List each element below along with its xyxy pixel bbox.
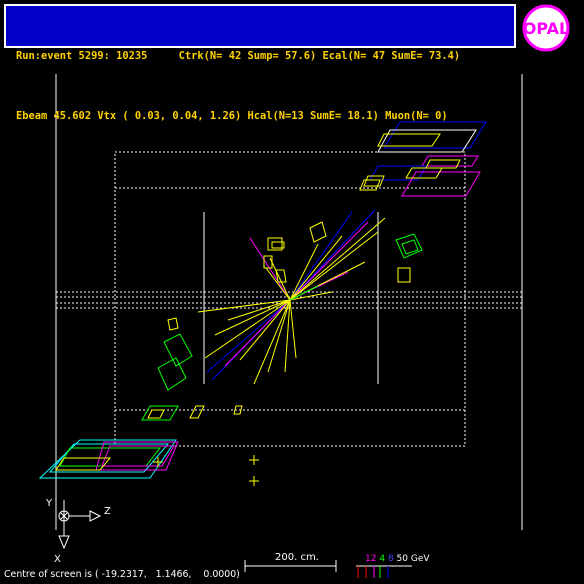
event-header: Run:event 5299: 10235 Ctrk(N= 42 Sump= 5… [4, 4, 516, 122]
beam-markers [153, 455, 259, 486]
header-line-1: Run:event 5299: 10235 Ctrk(N= 42 Sump= 5… [16, 50, 461, 62]
logo-text: OPAL [523, 19, 569, 38]
screen-centre-readout: Centre of screen is ( -19.2317, 1.1466, … [4, 569, 240, 580]
barrel-hits [157, 221, 423, 419]
energy-key-v3: 8 [387, 554, 394, 564]
energy-key-marks [356, 565, 412, 578]
energy-key-v1: 12 [365, 554, 377, 564]
energy-key-v4: 50 GeV [396, 554, 430, 564]
axis-label-x: X [54, 554, 61, 565]
energy-key: 12 4 8 50 GeV [365, 554, 430, 564]
energy-key-v2: 4 [379, 554, 386, 564]
axis-label-y: Y [46, 498, 53, 509]
outer-frame [55, 74, 523, 530]
endcap-top-right [359, 121, 487, 197]
tracks [197, 209, 386, 385]
header-line-2: Ebeam 45.602 Vtx ( 0.03, 0.04, 1.26) Hca… [16, 110, 448, 122]
opal-logo: OPAL [522, 4, 570, 52]
scale-bar [244, 560, 337, 572]
inner-tracker-lines [203, 212, 379, 384]
axis-label-z: Z [104, 506, 111, 517]
endcap-bottom-left [38, 405, 179, 479]
axis-gizmo [58, 500, 102, 550]
scale-label: 200. cm. [275, 552, 319, 563]
